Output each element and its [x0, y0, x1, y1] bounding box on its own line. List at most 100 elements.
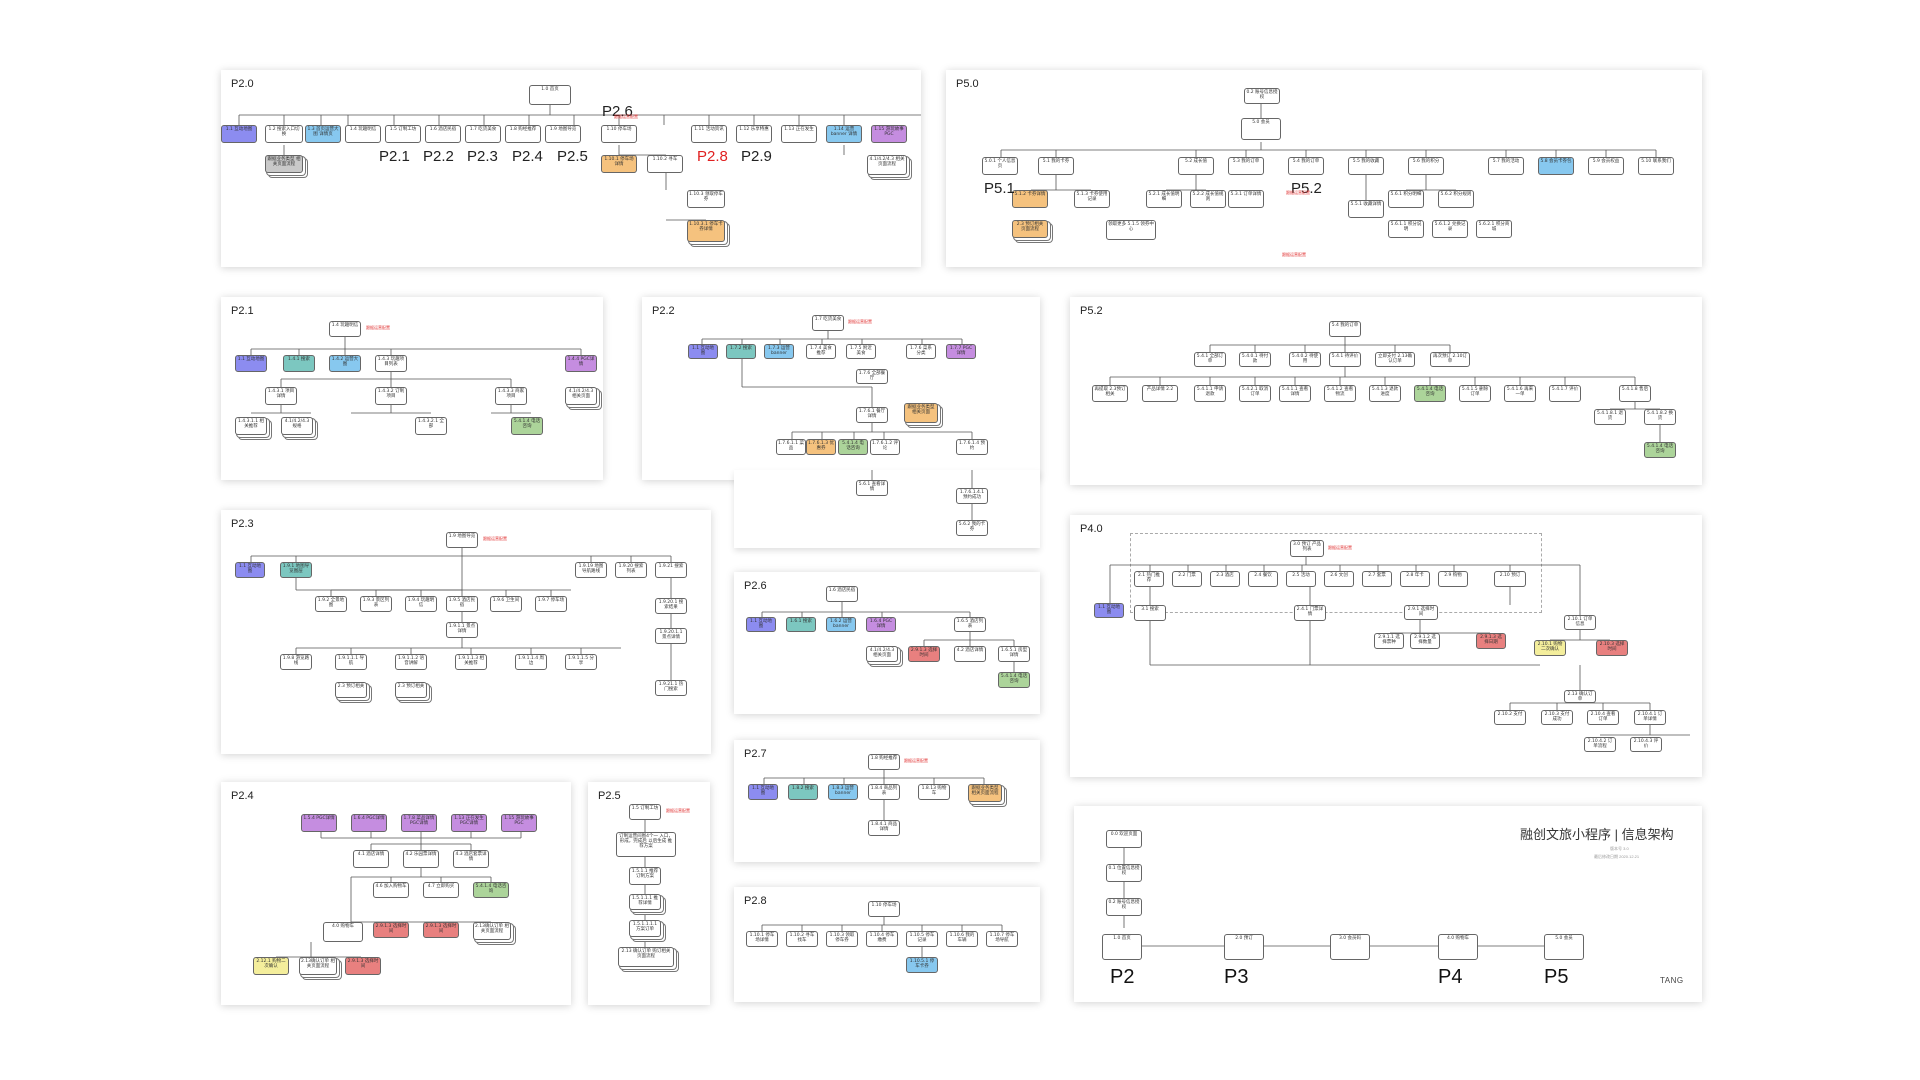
node: 领取更多 5.1.5 领券中心 [1106, 220, 1156, 240]
section-label: P5 [1544, 966, 1569, 988]
panel-title: P2.4 [231, 790, 254, 802]
node: 5.9 会员权益 [1588, 157, 1624, 175]
node: 1.10.3 领取停车券 [687, 190, 725, 208]
node: 5.4.0.1 待付款 [1239, 352, 1271, 367]
node: 1.9.3 景区列表 [360, 596, 392, 612]
node: 1.10.1 停车场详情 [746, 931, 778, 947]
node: 0.1 位置信息授权 [1106, 864, 1142, 882]
node: 1.9.1.1.5 分享 [565, 654, 597, 670]
node: 5.2.1 成长值明细 [1146, 190, 1182, 208]
node: 1.9.8 游览路线 [280, 654, 312, 670]
node: 1.10.2 寻车找车 [786, 931, 818, 947]
node: 0.2 账号信息授权 [1106, 898, 1142, 916]
annotation: 跟据运营配置 [666, 808, 690, 813]
node: 1.9.5 酒店民宿 [446, 596, 478, 612]
panel-p4-0: P4.0 3.0 预订 产品列表 跟据运营配置 1.1 互动地图 2.1 热门推… [1070, 515, 1702, 777]
node: 5.6.1.2 兑换记录 [1432, 220, 1468, 238]
node: 1.9.21.1 热门搜索 [655, 680, 687, 696]
node: 1.9.21 搜索 [655, 562, 687, 578]
node: 5.4.1.8.2 换货 [1644, 409, 1676, 425]
node: 5.5 我的收藏 [1348, 157, 1384, 175]
node: 5.4.1 全部订单 [1194, 352, 1226, 367]
node: 5.6.1 查看详情 [856, 480, 888, 496]
node: 再次预订 2.10订单 [1430, 352, 1470, 367]
node: 1.7.6.1.2 评论 [870, 439, 900, 455]
node-root: 1.6 酒店民宿 [826, 586, 858, 602]
node: 1.10.7 停车场导航 [986, 931, 1018, 947]
node: 5.4.1.5 删除订单 [1459, 385, 1491, 402]
node: 2.0 预订 [1224, 934, 1264, 960]
node: 2.10.4.2 订单流程 [1584, 737, 1616, 752]
panel-p2-5: P2.5 1.5 订制工坊 跟据运营配置 订制运营间图4个一 入口，形成，完成后… [588, 782, 710, 1005]
panel-p2-1: P2.1 1.4 玩趣明信 跟据运营配置 1.1 互动地图 1.4.1 搜索 1… [221, 297, 603, 480]
node: 5.5.1 收藏详情 [1348, 200, 1384, 218]
panel-title: P2.6 [744, 580, 767, 592]
node: 1.1 互动地图 [221, 125, 257, 143]
node: 1.9.20.1.1 景点详情 [655, 628, 687, 644]
section-label: P3 [1224, 966, 1249, 988]
node: 5.8 会员卡券包 [1538, 157, 1574, 175]
panel-p2-6: P2.6 1.6 酒店民宿 1.1 互动地图 1.6.1 搜索 1.6.2 运营… [734, 572, 1040, 714]
node: 5.3 我的订单 [1228, 157, 1264, 175]
node: 1.1 互动地图 [748, 784, 778, 800]
node: 1.7.7 PGC详情 [946, 344, 976, 359]
node: 2.10.4.1 订单详情 [1634, 710, 1666, 725]
panel-p2-2: P2.2 1.7 吃货美食 跟据运营配置 1.1 互动地图 1.7.2 搜索 1… [642, 297, 1040, 480]
panel-title: P2.8 [744, 895, 767, 907]
node: 1.9.1.1.1 导航 [335, 654, 367, 670]
node: 再提取 2.3预订相关 [1092, 385, 1128, 402]
node: 1.9.1.1 景点详情 [446, 622, 478, 638]
node: 1.6.4 PGC详情 [351, 814, 387, 832]
node: 1.8.3 运营banner [828, 784, 858, 800]
node: 2.6 文创 [1324, 571, 1354, 587]
node: 4.0 购物车 [323, 922, 363, 942]
node: 2.10.3 支付成功 [1541, 710, 1573, 725]
node: 1.9.6 卫生间 [490, 596, 522, 612]
node-root: 0.2 账号信息授权 [1244, 88, 1280, 104]
node: 1.5 订制工坊 [385, 125, 421, 143]
section-label: P2 [1110, 966, 1135, 988]
node: 1.9.19 地图导航路线 [575, 562, 607, 578]
node: 5.6.2 积分规则 [1438, 190, 1474, 208]
node: 0.0 欢迎页面 [1106, 830, 1142, 848]
node: 1.7.3 运营banner [764, 344, 794, 359]
panel-title: P2.1 [231, 305, 254, 317]
node: 1.10.5.1 停车卡券 [906, 957, 938, 973]
node-root: 5.4 我的订单 [1329, 321, 1361, 337]
node-root: 1.8 购经推荐 [868, 754, 900, 770]
node: 1.10.3 领取停车券 [826, 931, 858, 947]
node: 5.1 我的卡券 [1038, 157, 1074, 175]
node: 5.4.0.2 待使用 [1289, 352, 1321, 367]
node-root: 1.5 订制工坊 [629, 804, 661, 820]
node: 5.4.1.8 售后 [1619, 385, 1651, 402]
node: 2.13 确认订单 购订相关页面流程 [618, 947, 674, 967]
node: 5.2.2 成长值规则 [1190, 190, 1226, 208]
group-outline [1130, 533, 1542, 613]
node: 1.7.6.1.3 优惠券 [806, 439, 836, 455]
node: 立即支付 2.13确认订单 [1375, 352, 1415, 367]
node: 1.9.1.1.2 语音讲解 [395, 654, 427, 670]
node-root: 1.7 吃货美食 [812, 315, 844, 331]
node: 2.9 购物 [1438, 571, 1468, 587]
annotation: 跟据运营配置 [483, 536, 507, 541]
node: 2.9.1.3 选择时间 [908, 646, 940, 662]
node: 5.6.1.1 积分说明 [1388, 220, 1424, 238]
node: 1.7.2 搜索 [726, 344, 756, 359]
node: 2.8 年卡 [1400, 571, 1430, 587]
node: 2.3 预订相关 页面流程 [1012, 220, 1048, 238]
node: 5.1.2 卡券详情 [1012, 190, 1048, 208]
node: 1.7.6 全部餐厅 [856, 369, 888, 384]
node: 5.4.1.2 查看物流 [1324, 385, 1356, 402]
node: 2.9.1.3 选择日期 [1476, 633, 1506, 649]
node: 2.3 酒店 [1210, 571, 1240, 587]
node: 1.7.6.1.1 菜品 [776, 439, 806, 455]
node: 1.8.13 购物车 [918, 784, 950, 800]
node: 5.4.1.4 电话咨询 [1414, 385, 1446, 402]
node: 1.10 停车场 [601, 125, 637, 143]
node: 1.10.2 寻车 [647, 155, 683, 173]
node: 2.9.1.3 选择时间 [345, 957, 381, 975]
node: 1.4 玩趣明信 [345, 125, 381, 143]
node: 4.0 购物车 [1438, 934, 1478, 960]
node-root: 3.0 预订 产品列表 [1290, 540, 1324, 557]
node: 4.1/4.2/4.3 相关页面 [866, 646, 898, 662]
